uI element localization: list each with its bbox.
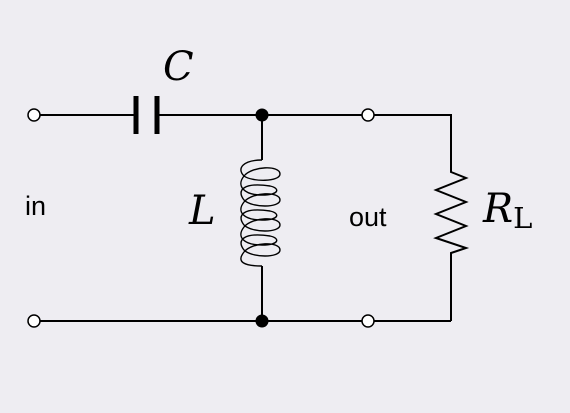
capacitor-label: C (163, 44, 194, 90)
load-resistor-zigzag (433, 168, 470, 321)
top-wire-resistor-segment (368, 114, 452, 168)
input-label: in (25, 191, 46, 221)
output-label: out (349, 202, 387, 232)
junction-dot-bottom (255, 314, 269, 328)
output-terminal-top (361, 108, 375, 122)
resistor-label: RL (482, 186, 532, 235)
inductor-coil (240, 159, 281, 267)
junction-dot-top (255, 108, 269, 122)
output-terminal-bottom (361, 314, 375, 328)
inductor-label: L (188, 188, 216, 234)
input-terminal-top (27, 108, 41, 122)
resistor-label-subscript: L (513, 201, 532, 235)
input-terminal-bottom (27, 314, 41, 328)
resistor-label-main: R (482, 186, 513, 232)
